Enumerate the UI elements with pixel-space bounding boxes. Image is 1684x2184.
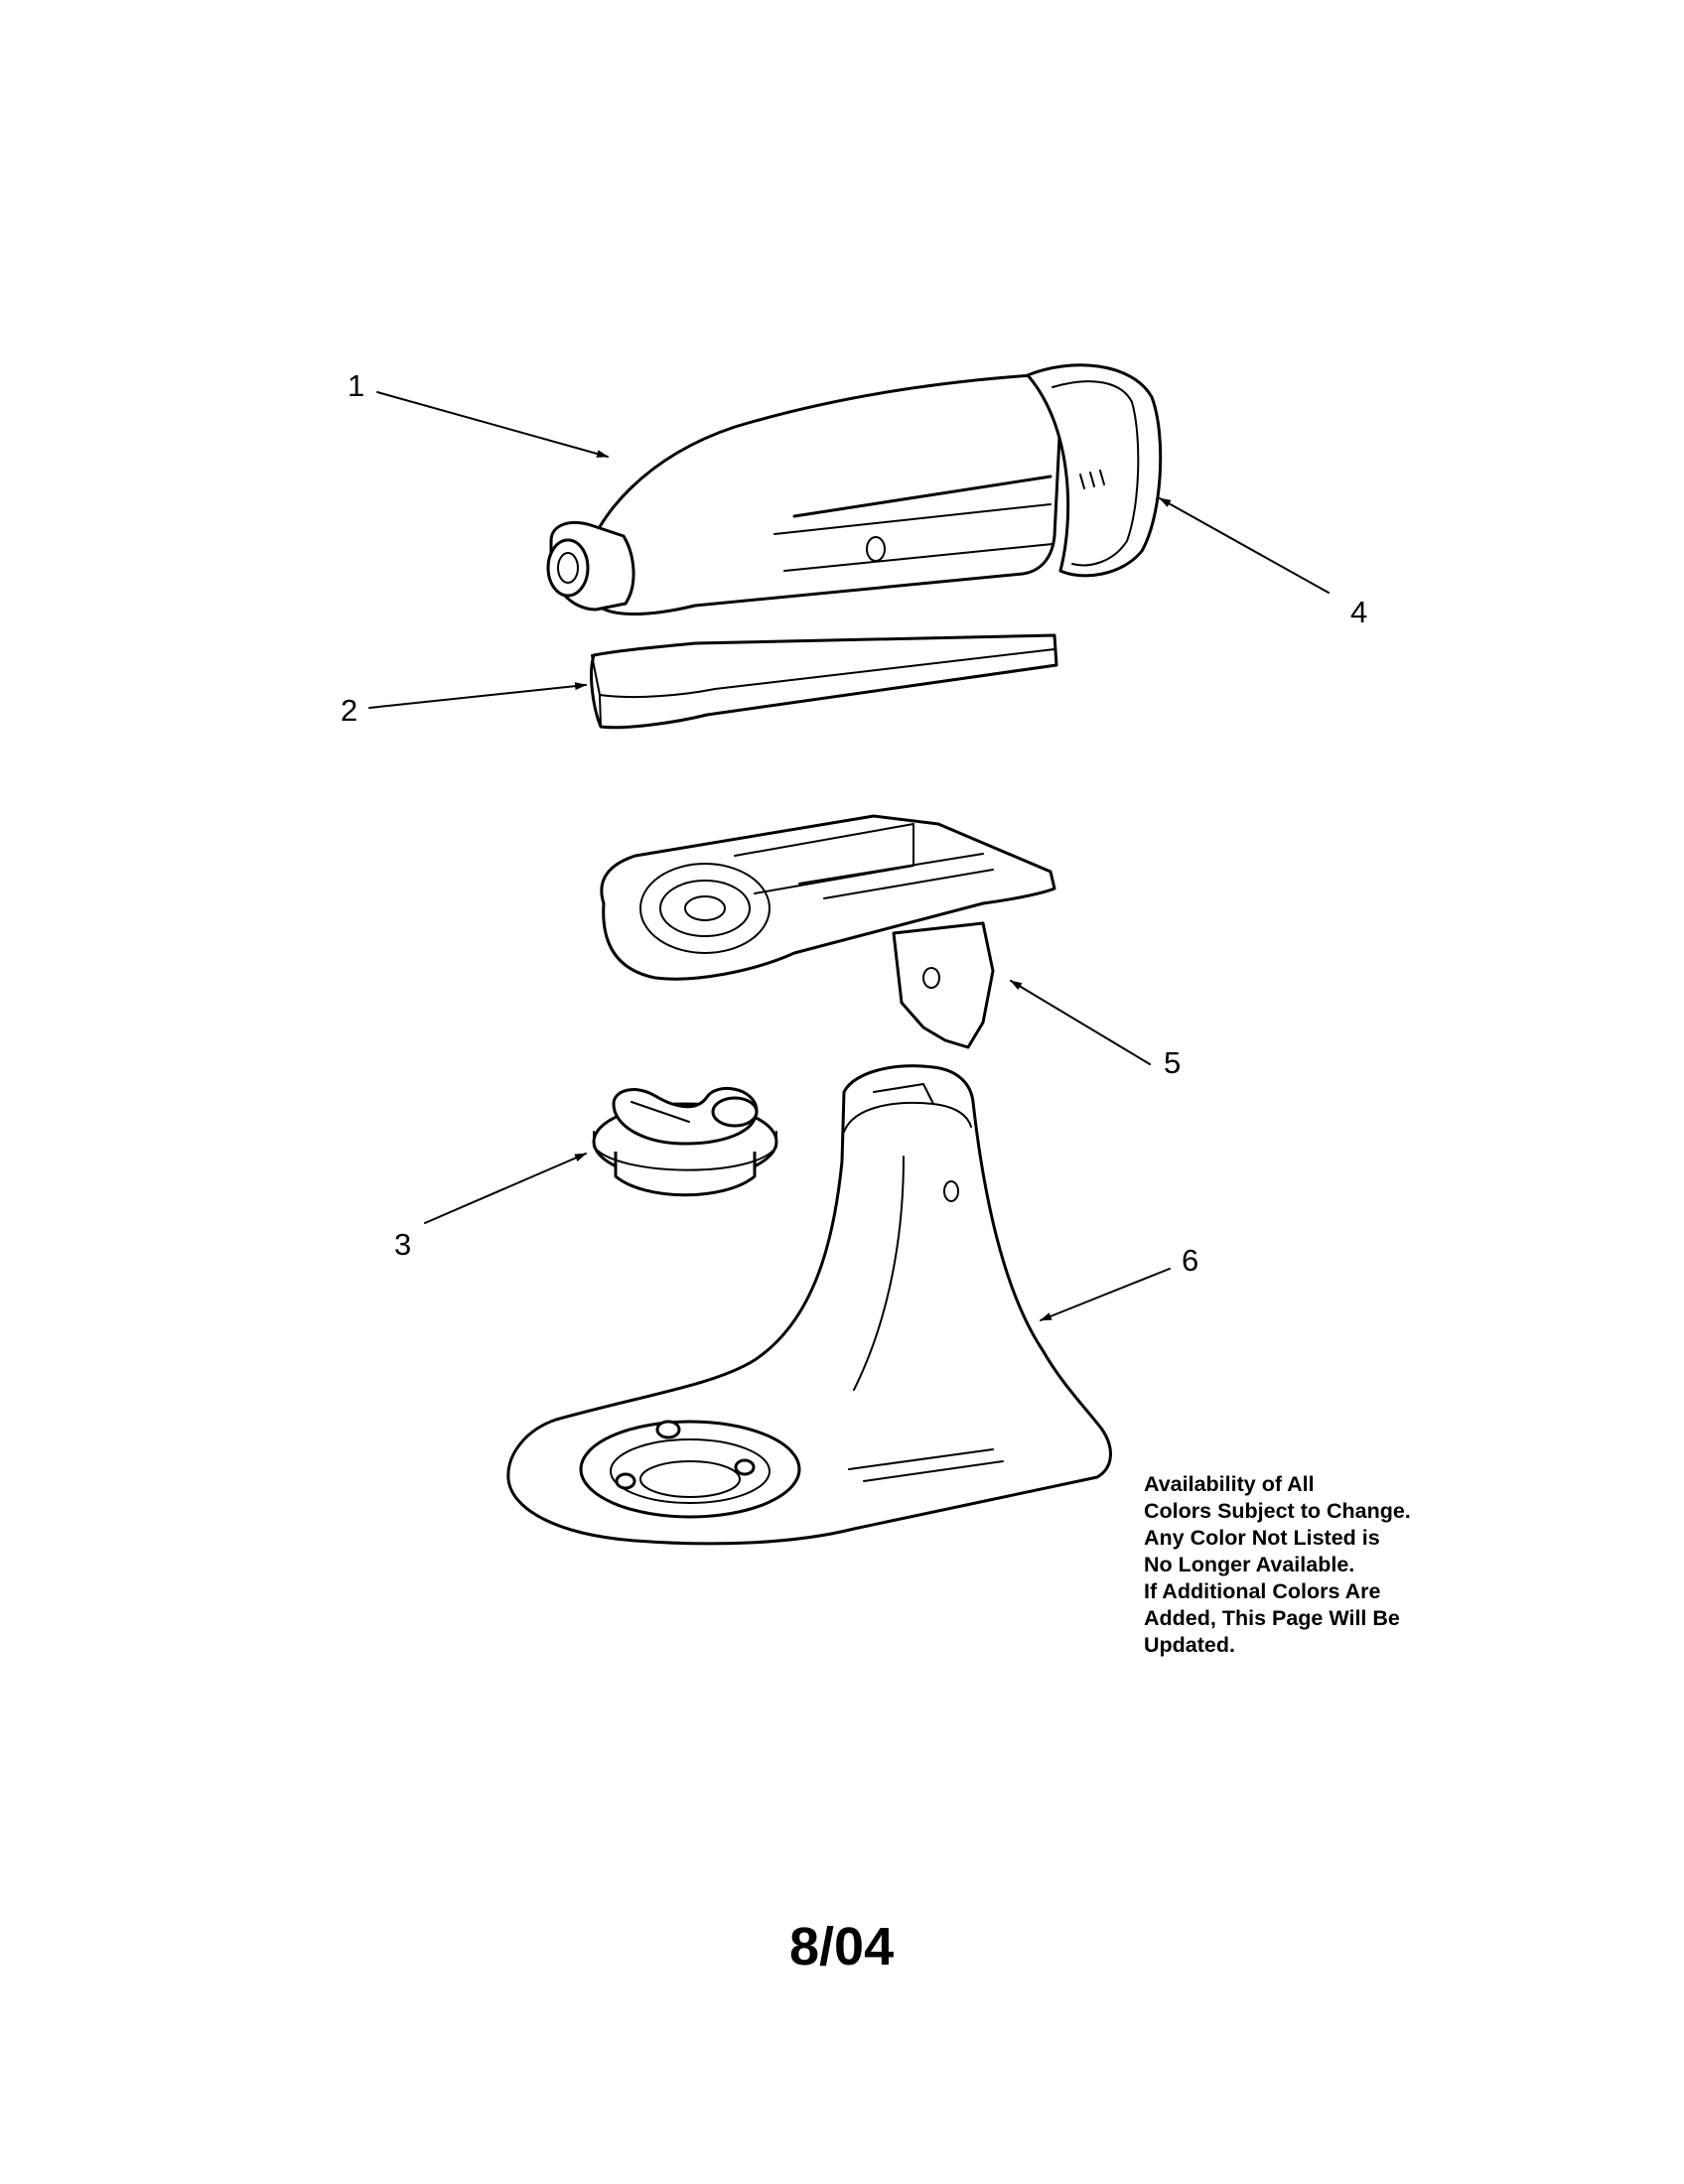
pedestal-base-drawing — [506, 1064, 1112, 1546]
color-availability-note: Availability of All Colors Subject to Ch… — [1144, 1471, 1501, 1659]
note-line: Updated. — [1144, 1633, 1235, 1657]
callout-2: 2 — [341, 693, 358, 728]
note-line: Added, This Page Will Be — [1144, 1606, 1400, 1630]
callout-6: 6 — [1182, 1243, 1199, 1278]
rear-cover-drawing — [1026, 363, 1163, 578]
note-line: Availability of All — [1144, 1472, 1315, 1496]
callout-3: 3 — [394, 1227, 412, 1262]
note-line: Colors Subject to Change. — [1144, 1499, 1411, 1523]
leader-line-2 — [368, 682, 587, 709]
callout-1: 1 — [348, 368, 365, 403]
leader-line-5 — [1010, 980, 1151, 1065]
trim-band-drawing — [590, 633, 1058, 730]
leader-line-6 — [1040, 1268, 1171, 1321]
leader-line-4 — [1159, 497, 1330, 594]
callout-4: 4 — [1350, 595, 1368, 629]
date-code: 8/04 — [789, 1917, 895, 1977]
callout-5: 5 — [1164, 1045, 1182, 1080]
planetary-unit-drawing — [592, 1087, 778, 1197]
leader-line-3 — [424, 1153, 587, 1224]
note-line: If Additional Colors Are — [1144, 1579, 1381, 1603]
note-line: Any Color Not Listed is — [1144, 1526, 1380, 1550]
motor-housing-drawing — [546, 373, 1062, 616]
gear-case-drawing — [600, 814, 1056, 1049]
leader-line-1 — [376, 391, 609, 458]
leader-lines — [368, 391, 1330, 1321]
note-line: No Longer Available. — [1144, 1553, 1355, 1576]
